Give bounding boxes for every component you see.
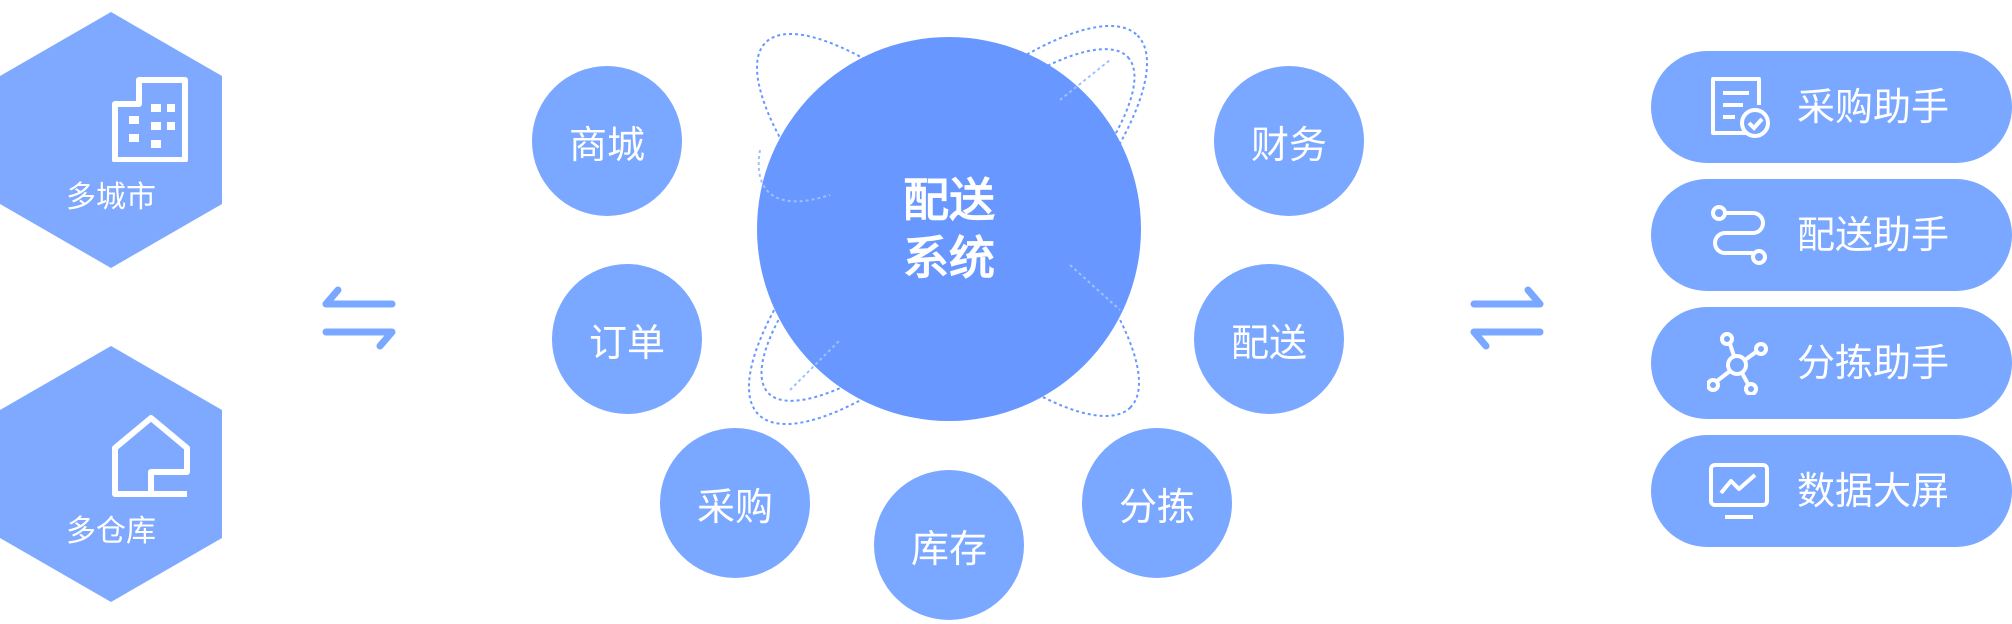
exchange-arrows-icon xyxy=(1470,286,1544,356)
hex-label: 多仓库 xyxy=(66,514,156,549)
tool-label: 配送助手 xyxy=(1797,213,1950,257)
tool-sorting-assistant: 分拣助手 xyxy=(1651,307,2012,419)
hex-shape xyxy=(0,346,222,602)
monitor-chart-icon xyxy=(1707,459,1771,523)
module-sorting: 分拣 xyxy=(1082,428,1232,578)
core-system-circle: 配送 系统 xyxy=(757,37,1141,421)
module-delivery: 配送 xyxy=(1194,264,1344,414)
network-icon xyxy=(1706,331,1771,396)
purchase-doc-icon xyxy=(1707,75,1771,139)
hex-label: 多城市 xyxy=(66,180,156,215)
module-purchase: 采购 xyxy=(660,428,810,578)
tool-label: 数据大屏 xyxy=(1797,469,1950,513)
tool-label: 采购助手 xyxy=(1797,85,1950,129)
hex-shape xyxy=(0,12,222,268)
route-icon xyxy=(1707,203,1771,267)
module-finance: 财务 xyxy=(1214,66,1364,216)
tool-purchase-assistant: 采购助手 xyxy=(1651,51,2012,163)
hex-multi-city: 多城市 xyxy=(0,12,222,268)
hex-multi-warehouse: 多仓库 xyxy=(0,346,222,602)
core-title-line-2: 系统 xyxy=(903,231,995,285)
module-mall: 商城 xyxy=(532,66,682,216)
core-title-line-1: 配送 xyxy=(903,173,995,227)
tool-delivery-assistant: 配送助手 xyxy=(1651,179,2012,291)
module-inventory: 库存 xyxy=(874,470,1024,620)
module-order: 订单 xyxy=(552,264,702,414)
tool-data-screen: 数据大屏 xyxy=(1651,435,2012,547)
tool-label: 分拣助手 xyxy=(1797,341,1950,385)
exchange-arrows-icon xyxy=(322,286,396,356)
core-system-title: 配送 系统 xyxy=(757,171,1141,287)
